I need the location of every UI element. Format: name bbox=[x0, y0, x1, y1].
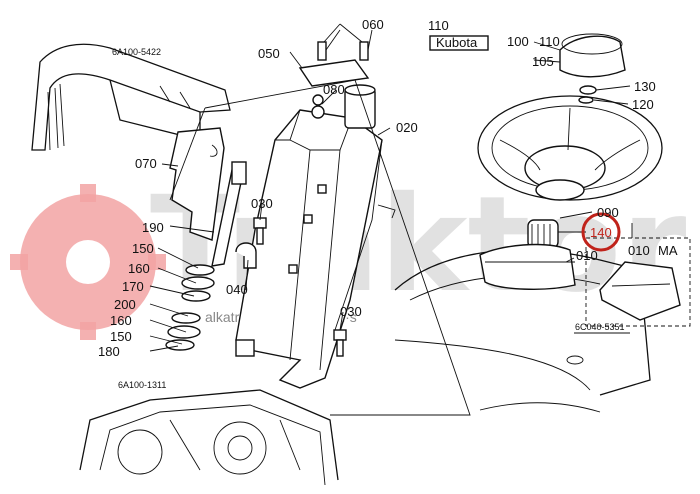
gear-logo-icon bbox=[10, 184, 166, 340]
ref-dash: 6C040-5351 bbox=[575, 322, 625, 332]
column-housing-020 bbox=[235, 109, 396, 389]
variant-label: MA bbox=[658, 243, 678, 258]
wheel-cap bbox=[559, 33, 626, 104]
label-180: 180 bbox=[98, 344, 120, 359]
shaft-080 bbox=[311, 84, 376, 129]
label-130: 130 bbox=[634, 79, 656, 94]
leader-lines bbox=[149, 23, 633, 352]
label-160-bottom: 160 bbox=[110, 313, 132, 328]
plate-050 bbox=[298, 29, 373, 87]
label-070: 070 bbox=[135, 156, 157, 171]
label-105: 105 bbox=[532, 54, 554, 69]
label-040: 040 bbox=[226, 282, 248, 297]
label-010-inset: 010 bbox=[628, 243, 650, 258]
label-080: 080 bbox=[323, 82, 345, 97]
ref-frame-bottom: 6A100-1311 bbox=[118, 380, 166, 390]
label-090: 090 bbox=[597, 205, 619, 220]
part-labels: 060 050 080 070 020 110 100 110 105 130 … bbox=[98, 17, 656, 359]
kubota-logo: Kubota bbox=[429, 35, 489, 51]
label-140: 140 bbox=[590, 225, 612, 240]
label-150-bottom: 150 bbox=[110, 329, 132, 344]
transmission-housing: 6A100-1311 bbox=[79, 380, 339, 486]
label-190: 190 bbox=[142, 220, 164, 235]
label-120: 120 bbox=[632, 97, 654, 112]
brand-logo-text: Kubota bbox=[436, 35, 478, 50]
label-030-top: 030 bbox=[251, 196, 273, 211]
label-200: 200 bbox=[114, 297, 136, 312]
label-170: 170 bbox=[122, 279, 144, 294]
label-020: 020 bbox=[396, 120, 418, 135]
support-outline bbox=[169, 79, 471, 416]
label-030-bottom: 030 bbox=[340, 304, 362, 319]
boot-010 bbox=[479, 219, 576, 290]
label-050: 050 bbox=[258, 46, 280, 61]
label-110-brand: 110 bbox=[428, 18, 449, 33]
label-100: 100 bbox=[507, 34, 529, 49]
bolts-030 bbox=[235, 217, 347, 357]
highlight-ring bbox=[581, 212, 621, 252]
label-160-top: 160 bbox=[128, 261, 150, 276]
label-150-top: 150 bbox=[132, 241, 154, 256]
left-frame: 6A100-5422 bbox=[31, 43, 231, 151]
label-060: 060 bbox=[362, 17, 384, 32]
inset-ma: MA bbox=[585, 237, 691, 327]
label-010: 010 bbox=[576, 248, 598, 263]
cover-070 bbox=[169, 127, 225, 241]
ref-frame-top: 6A100-5422 bbox=[112, 47, 161, 57]
steering-wheel bbox=[477, 95, 663, 201]
label-110: 110 bbox=[539, 34, 560, 49]
